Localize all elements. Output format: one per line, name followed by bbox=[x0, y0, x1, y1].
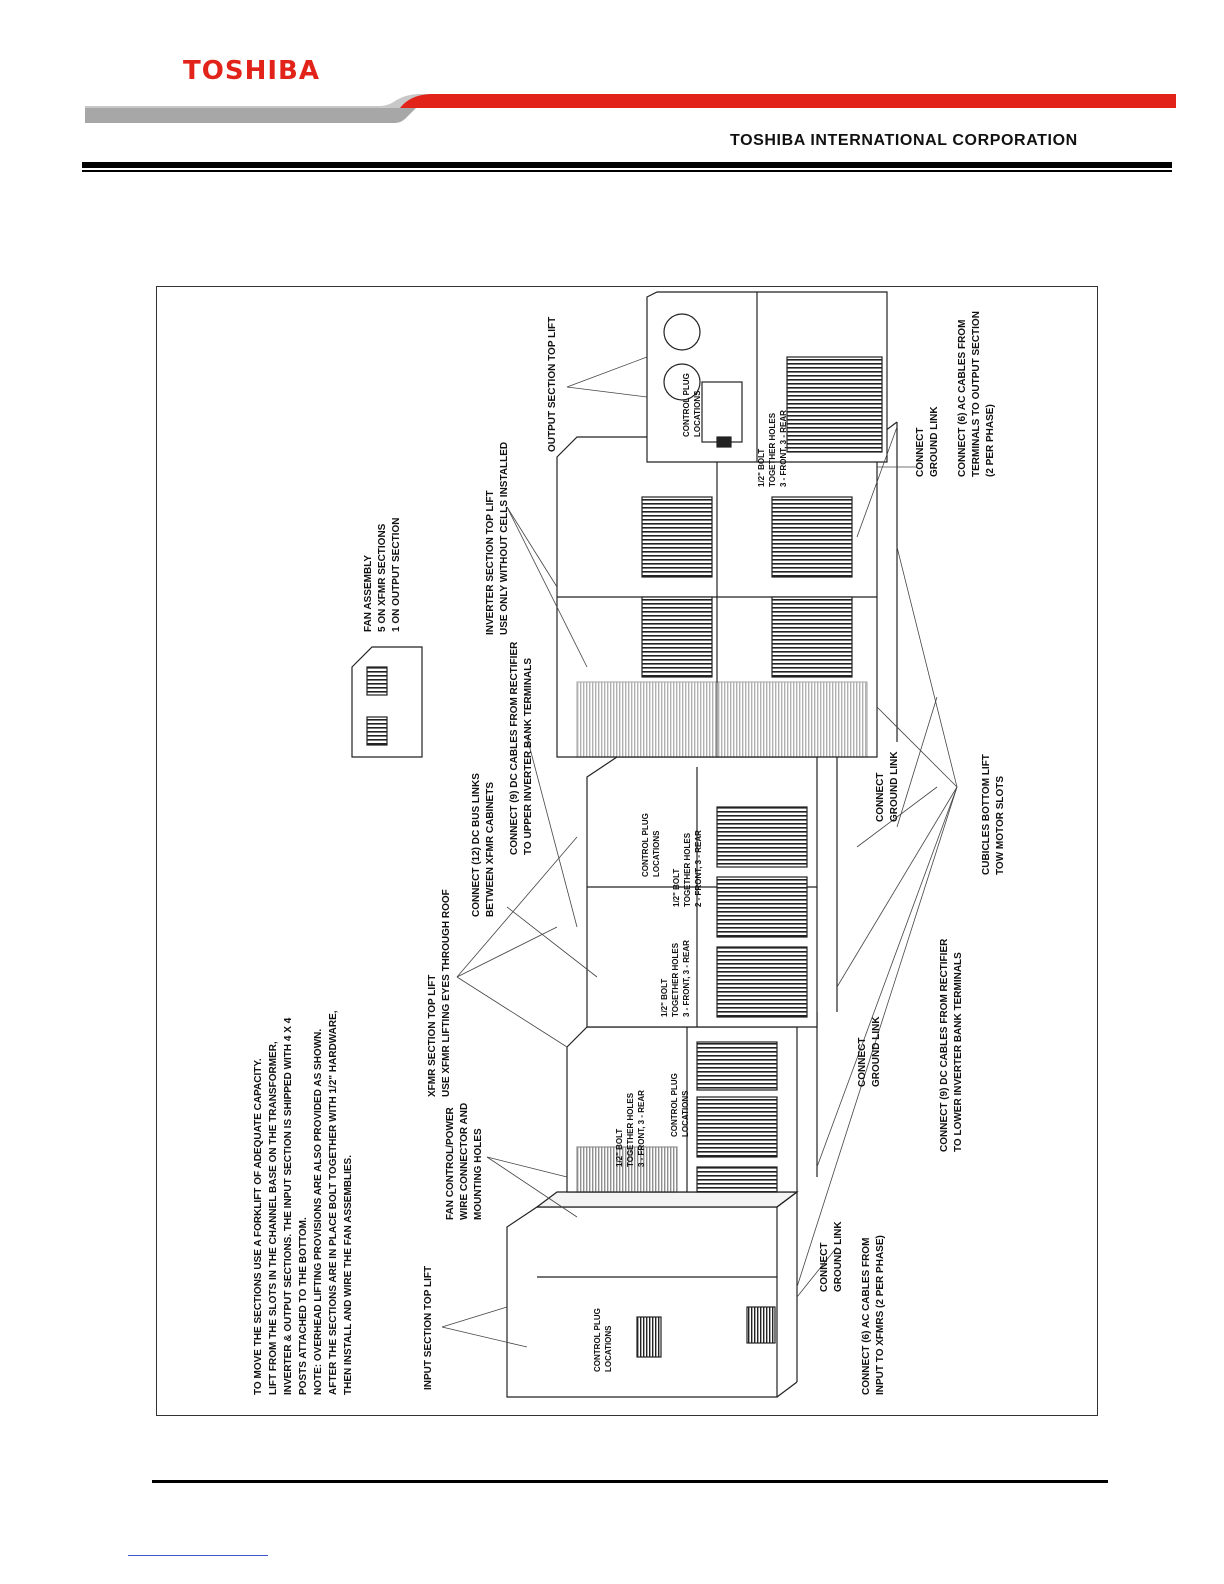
svg-text:OUTPUT SECTION TOP LIFT: OUTPUT SECTION TOP LIFT bbox=[547, 317, 558, 452]
xfmr-section-2 bbox=[586, 741, 838, 1028]
toshiba-logo: TOSHIBA bbox=[183, 56, 320, 86]
fan-assembly-detail bbox=[351, 646, 423, 758]
xfmr1-grille-2 bbox=[696, 1096, 778, 1158]
label-input-top-lift: INPUT SECTION TOP LIFT bbox=[423, 1266, 434, 1390]
fan-grille-1 bbox=[366, 666, 388, 696]
xfmr2-grille-2 bbox=[716, 876, 808, 938]
xfmr-section-1 bbox=[566, 1011, 818, 1193]
corporation-name: TOSHIBA INTERNATIONAL CORPORATION bbox=[730, 132, 1078, 149]
swoosh-gray-curve bbox=[395, 108, 416, 123]
drawing-frame bbox=[156, 286, 1098, 1416]
header-swoosh bbox=[85, 94, 1176, 123]
equipment-lineup bbox=[351, 291, 898, 1398]
output-grille bbox=[786, 356, 883, 453]
xfmr2-grille-3 bbox=[716, 806, 808, 868]
input-section bbox=[506, 1191, 799, 1398]
xfmr1-grille-3 bbox=[696, 1041, 778, 1091]
header-rule-thin bbox=[82, 170, 1172, 172]
assembly-drawing: TO MOVE THE SECTIONS USE A FORKLIFT OF A… bbox=[253, 291, 1006, 1398]
leader-lines bbox=[441, 356, 958, 1348]
inv-grille-1 bbox=[641, 496, 713, 578]
output-section bbox=[646, 291, 888, 463]
swoosh-red-band bbox=[400, 94, 1176, 108]
inv-grille-3 bbox=[641, 596, 713, 678]
footer-rule bbox=[152, 1480, 1108, 1483]
swoosh-gray-bar bbox=[85, 110, 395, 123]
xfmr2-grille-1 bbox=[716, 946, 808, 1018]
xfmr1-grille-1 bbox=[696, 1166, 778, 1193]
fan-grille-2 bbox=[366, 716, 388, 746]
svg-text:TO MOVE THE SECTIONS USE A FOR: TO MOVE THE SECTIONS USE A FORKLIFT OF A… bbox=[253, 1010, 354, 1395]
notes-text: TO MOVE THE SECTIONS USE A FORKLIFT OF A… bbox=[253, 1010, 354, 1395]
inv-cells bbox=[576, 681, 868, 758]
inv-grille-4 bbox=[771, 596, 853, 678]
label-output-top-lift: OUTPUT SECTION TOP LIFT bbox=[547, 317, 558, 452]
footer-link-underline[interactable] bbox=[128, 1555, 268, 1556]
inv-grille-2 bbox=[771, 496, 853, 578]
output-fan-opening-2 bbox=[663, 363, 701, 401]
output-plug-panel bbox=[701, 381, 743, 443]
output-fan-opening-1 bbox=[663, 313, 701, 351]
input-grille-1 bbox=[636, 1316, 662, 1358]
inverter-section bbox=[556, 421, 898, 758]
svg-text:INPUT SECTION TOP LIFT: INPUT SECTION TOP LIFT bbox=[423, 1266, 434, 1390]
header-rule-thick bbox=[82, 162, 1172, 168]
xfmr1-cells bbox=[576, 1146, 678, 1193]
input-grille-2 bbox=[746, 1306, 776, 1344]
